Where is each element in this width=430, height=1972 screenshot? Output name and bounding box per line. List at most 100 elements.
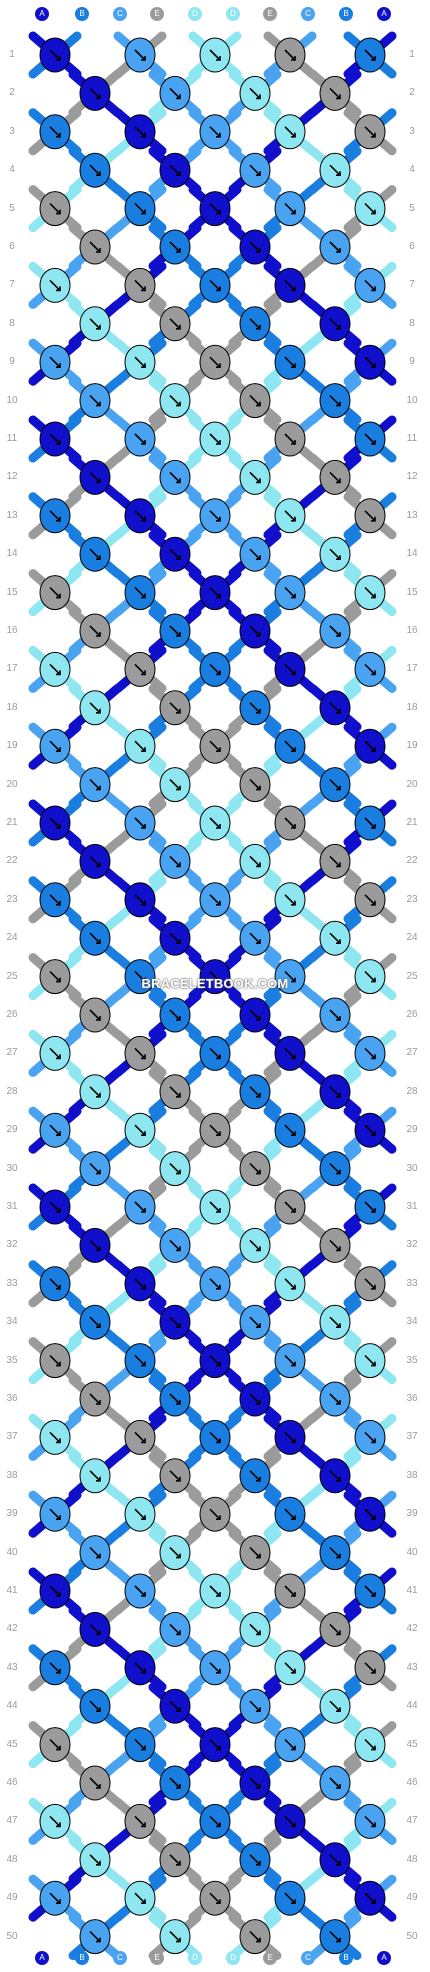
knot bbox=[159, 613, 191, 649]
arrow-icon bbox=[364, 1047, 376, 1060]
arrow-icon bbox=[284, 1739, 296, 1751]
knot bbox=[319, 383, 351, 419]
arrow-icon bbox=[364, 510, 376, 522]
row-number-right: 13 bbox=[406, 509, 418, 521]
arrow-icon bbox=[169, 1470, 181, 1482]
knot bbox=[319, 459, 351, 495]
row-number-left: 49 bbox=[6, 1892, 18, 1904]
knot bbox=[124, 1035, 156, 1071]
knot bbox=[39, 728, 71, 764]
row-number-right: 8 bbox=[409, 317, 415, 329]
arrow-icon bbox=[329, 1547, 341, 1559]
knot bbox=[39, 1419, 71, 1455]
arrow-icon bbox=[249, 471, 261, 484]
knot bbox=[319, 229, 351, 265]
knot bbox=[239, 690, 271, 726]
row-number-left: 41 bbox=[6, 1585, 18, 1596]
arrow-icon bbox=[249, 318, 261, 330]
arrow-icon bbox=[209, 126, 221, 138]
arrow-icon bbox=[329, 1239, 341, 1252]
knot bbox=[159, 75, 191, 111]
arrow-icon bbox=[249, 1163, 261, 1175]
arrow-icon bbox=[209, 1585, 221, 1597]
knot bbox=[199, 1189, 231, 1225]
knot bbox=[199, 1650, 231, 1686]
knot bbox=[319, 152, 351, 188]
strand-label: C bbox=[301, 1951, 315, 1965]
arrow-icon bbox=[209, 1815, 221, 1828]
arrow-icon bbox=[134, 1585, 146, 1597]
knot bbox=[159, 306, 191, 342]
knot bbox=[39, 421, 71, 457]
arrow-icon bbox=[134, 971, 146, 983]
arrow-icon bbox=[329, 702, 341, 714]
arrow-icon bbox=[364, 1124, 376, 1136]
row-number-right: 3 bbox=[409, 125, 415, 137]
row-number-left: 21 bbox=[6, 817, 18, 828]
arrow-icon bbox=[329, 1163, 341, 1175]
arrow-icon bbox=[364, 587, 376, 599]
arrow-icon bbox=[49, 1739, 61, 1751]
strand-label: A bbox=[35, 1951, 49, 1965]
strand-label: C bbox=[113, 7, 127, 21]
row-number-right: 26 bbox=[406, 1009, 418, 1020]
arrow-icon bbox=[249, 1086, 261, 1098]
knot bbox=[199, 805, 231, 841]
row-number-right: 34 bbox=[406, 1316, 418, 1328]
knot bbox=[239, 1304, 271, 1340]
strand-label: A bbox=[377, 1951, 391, 1965]
row-number-left: 9 bbox=[9, 356, 15, 368]
knot bbox=[199, 728, 231, 764]
row-number-left: 46 bbox=[6, 1777, 18, 1788]
row-number-right: 46 bbox=[406, 1777, 418, 1788]
knot bbox=[239, 1227, 271, 1263]
arrow-icon bbox=[329, 1470, 341, 1482]
knot bbox=[124, 959, 156, 995]
knot bbox=[239, 1688, 271, 1724]
arrow-icon bbox=[134, 1278, 146, 1290]
knot bbox=[354, 1650, 386, 1686]
knot bbox=[354, 1266, 386, 1302]
knot bbox=[354, 1035, 386, 1071]
knot bbox=[239, 75, 271, 111]
arrow-icon bbox=[134, 894, 146, 906]
knot bbox=[39, 1880, 71, 1916]
arrow-icon bbox=[209, 203, 221, 215]
knot bbox=[199, 882, 231, 918]
strand-label: A bbox=[35, 7, 49, 21]
arrow-icon bbox=[284, 971, 296, 983]
arrow-icon bbox=[134, 1508, 146, 1520]
row-number-left: 5 bbox=[9, 202, 15, 214]
arrow-icon bbox=[169, 241, 181, 253]
knot bbox=[39, 1266, 71, 1302]
knot bbox=[159, 1458, 191, 1494]
arrow-icon bbox=[249, 625, 261, 637]
arrow-icon bbox=[329, 1009, 341, 1021]
knot bbox=[124, 805, 156, 841]
knot bbox=[159, 1611, 191, 1647]
arrow-icon bbox=[284, 1815, 296, 1828]
knot bbox=[199, 1573, 231, 1609]
arrow-icon bbox=[169, 1931, 181, 1943]
knot bbox=[239, 1381, 271, 1417]
row-number-left: 50 bbox=[6, 1930, 18, 1942]
row-number-right: 9 bbox=[409, 356, 415, 368]
arrow-icon bbox=[284, 126, 296, 138]
row-number-right: 14 bbox=[406, 548, 418, 560]
knot bbox=[319, 997, 351, 1033]
knot bbox=[319, 306, 351, 342]
arrow-icon bbox=[169, 1547, 181, 1559]
knot bbox=[39, 1573, 71, 1609]
arrow-icon bbox=[49, 279, 61, 292]
knot bbox=[319, 843, 351, 879]
knot bbox=[239, 767, 271, 803]
knot bbox=[274, 959, 306, 995]
arrow-icon bbox=[364, 1431, 376, 1444]
arrow-icon bbox=[49, 126, 61, 138]
strand-label: D bbox=[188, 1951, 202, 1965]
knot bbox=[79, 1611, 111, 1647]
knot bbox=[319, 1919, 351, 1955]
arrow-icon bbox=[134, 1124, 146, 1136]
knot bbox=[199, 1803, 231, 1839]
knot bbox=[199, 267, 231, 303]
